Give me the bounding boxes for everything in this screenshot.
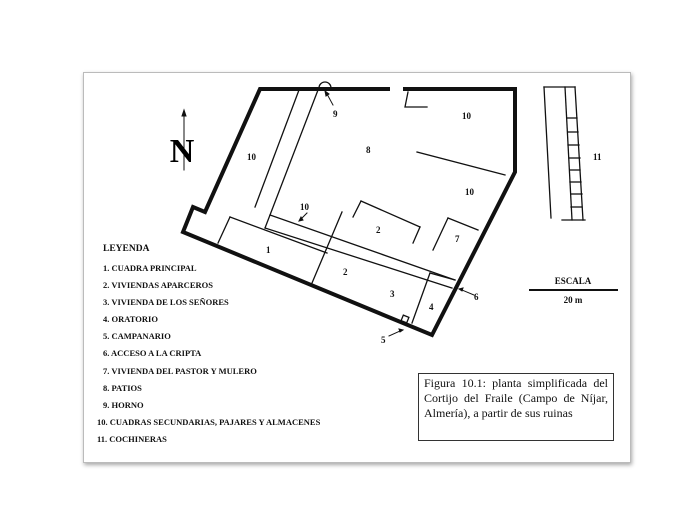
horno-oven xyxy=(318,81,332,89)
scale-title: ESCALA xyxy=(555,276,592,286)
figure-frame xyxy=(83,72,631,463)
label-10: 10 xyxy=(300,202,310,212)
interior-walls xyxy=(217,89,506,324)
arrows xyxy=(181,89,475,337)
north-indicator: N xyxy=(170,133,195,170)
legend-item: 2. VIVIENDAS APARCEROS xyxy=(103,280,213,290)
label-3: 3 xyxy=(390,289,395,299)
label-10: 10 xyxy=(247,152,257,162)
legend-item: 3. VIVIENDA DE LOS SEÑORES xyxy=(103,297,229,307)
label-horno: 9 xyxy=(333,109,338,119)
label-2: 2 xyxy=(376,225,381,235)
label-4: 4 xyxy=(429,302,434,312)
label-10: 10 xyxy=(462,111,472,121)
label-1: 1 xyxy=(266,245,271,255)
label-11: 11 xyxy=(593,152,602,162)
legend-item: 6. ACCESO A LA CRIPTA xyxy=(103,348,202,358)
legend-item: 4. ORATORIO xyxy=(103,314,158,324)
label-10: 10 xyxy=(465,187,475,197)
label-2: 2 xyxy=(343,267,348,277)
legend-item: 10. CUADRAS SECUNDARIAS, PAJARES Y ALMAC… xyxy=(97,417,321,427)
legend-item: 7. VIVIENDA DEL PASTOR Y MULERO xyxy=(103,366,257,376)
label-5: 5 xyxy=(381,335,386,345)
label-7: 7 xyxy=(455,234,460,244)
scale-value: 20 m xyxy=(564,295,583,305)
outer-wall xyxy=(180,87,517,338)
figure-caption: Figura 10.1: planta simplificada del Cor… xyxy=(418,373,614,441)
legend-item: 9. HORNO xyxy=(103,400,144,410)
legend-item: 11. COCHINERAS xyxy=(97,434,167,444)
legend-item: 8. PATIOS xyxy=(103,383,142,393)
legend-item: 1. CUADRA PRINCIPAL xyxy=(103,263,197,273)
cochineras-structure xyxy=(543,86,586,221)
legend-title: LEYENDA xyxy=(103,244,150,254)
label-6: 6 xyxy=(474,292,479,302)
legend-item: 5. CAMPANARIO xyxy=(103,331,171,341)
label-patios: 8 xyxy=(366,145,371,155)
